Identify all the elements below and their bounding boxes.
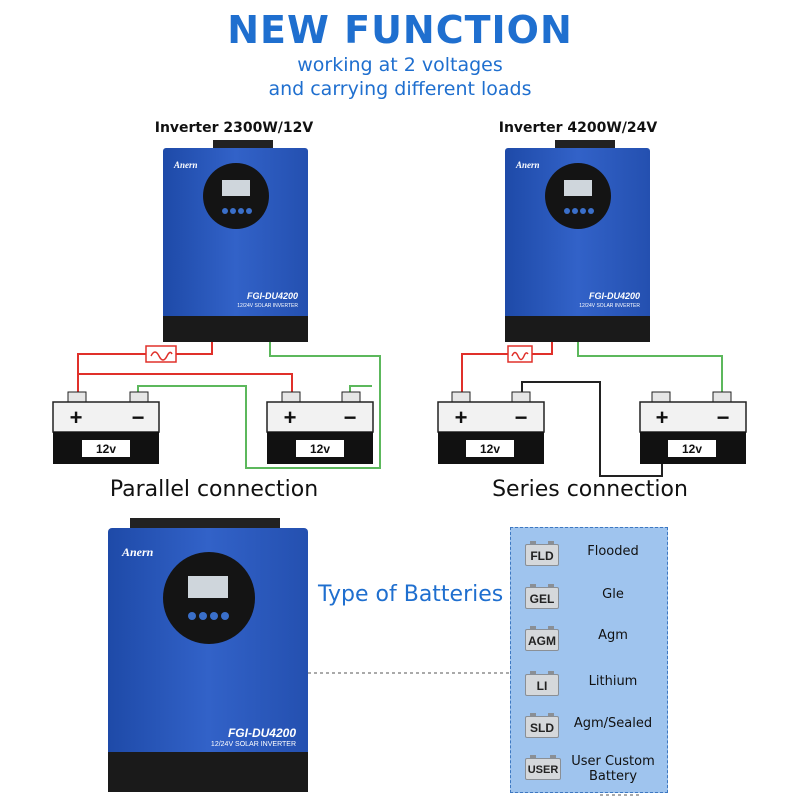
right-inverter-model-sub: 12/24V SOLAR INVERTER bbox=[579, 303, 640, 309]
battery-type-name: Flooded bbox=[587, 544, 639, 559]
right-inverter: Anern FGI-DU4200 12/24V SOLAR INVERTER bbox=[505, 140, 650, 342]
battery-2-plus: + bbox=[284, 405, 297, 430]
battery-type-row: LI Lithium bbox=[525, 668, 665, 698]
left-inverter-logo: Anern bbox=[173, 160, 198, 170]
battery-code-badge: GEL bbox=[525, 584, 559, 609]
left-inverter: Anern FGI-DU4200 12/24V SOLAR INVERTER bbox=[163, 140, 308, 342]
series-wiring bbox=[461, 342, 723, 477]
battery-code-badge: SLD bbox=[525, 713, 559, 738]
battery-code-badge: USER bbox=[525, 755, 561, 780]
battery-type-row: USER User Custom Battery bbox=[525, 752, 665, 784]
left-inverter-model-sub: 12/24V SOLAR INVERTER bbox=[237, 303, 298, 309]
battery-4-voltage: 12v bbox=[682, 442, 702, 456]
large-inverter-model-sub: 12/24V SOLAR INVERTER bbox=[211, 741, 296, 748]
battery-4: + − 12v bbox=[639, 391, 747, 464]
left-fuse-icon bbox=[145, 345, 177, 363]
large-inverter-logo: Anern bbox=[121, 545, 154, 559]
battery-code-badge: AGM bbox=[525, 626, 559, 651]
right-fuse-icon bbox=[507, 345, 533, 363]
series-connection-label: Series connection bbox=[492, 477, 688, 502]
battery-code-badge: LI bbox=[525, 671, 559, 696]
battery-types-title: Type of Batteries bbox=[318, 582, 504, 607]
battery-types-panel: FLD Flooded GEL Gle AGM Agm LI Lithium S… bbox=[510, 527, 668, 793]
battery-4-plus: + bbox=[656, 405, 669, 430]
battery-3-minus: − bbox=[515, 405, 528, 430]
battery-type-name: Lithium bbox=[588, 674, 638, 689]
right-inverter-model: FGI-DU4200 bbox=[589, 291, 640, 301]
parallel-connection-label: Parallel connection bbox=[109, 477, 319, 502]
battery-type-name: Agm/Sealed bbox=[573, 716, 653, 731]
battery-2-voltage: 12v bbox=[310, 442, 330, 456]
battery-3: + − 12v bbox=[437, 391, 545, 464]
battery-4-minus: − bbox=[717, 405, 730, 430]
battery-1-voltage: 12v bbox=[96, 442, 116, 456]
right-inverter-label: Inverter 4200W/24V bbox=[498, 120, 658, 136]
battery-type-name: User Custom Battery bbox=[571, 754, 655, 784]
large-inverter-model: FGI-DU4200 bbox=[228, 726, 296, 740]
battery-3-plus: + bbox=[455, 405, 468, 430]
page-title: NEW FUNCTION bbox=[227, 8, 573, 52]
battery-1: + − 12v bbox=[52, 391, 160, 464]
large-inverter: Anern FGI-DU4200 12/24V SOLAR INVERTER bbox=[108, 518, 308, 792]
battery-type-name: Gle bbox=[602, 587, 624, 602]
battery-2-minus: − bbox=[344, 405, 357, 430]
left-inverter-label: Inverter 2300W/12V bbox=[154, 120, 314, 136]
subtitle-line-2: and carrying different loads bbox=[268, 78, 532, 100]
battery-type-name: Agm bbox=[598, 628, 628, 643]
parallel-wiring bbox=[77, 342, 381, 469]
battery-type-row: AGM Agm bbox=[525, 623, 665, 653]
battery-3-voltage: 12v bbox=[480, 442, 500, 456]
battery-type-row: SLD Agm/Sealed bbox=[525, 710, 665, 740]
right-inverter-logo: Anern bbox=[515, 160, 540, 170]
battery-code-badge: FLD bbox=[525, 541, 559, 566]
left-inverter-model: FGI-DU4200 bbox=[247, 291, 298, 301]
subtitle-line-1: working at 2 voltages bbox=[297, 54, 503, 76]
battery-1-plus: + bbox=[70, 405, 83, 430]
battery-type-row: GEL Gle bbox=[525, 581, 665, 611]
battery-2: + − 12v bbox=[266, 391, 374, 464]
battery-type-row: FLD Flooded bbox=[525, 538, 665, 568]
battery-1-minus: − bbox=[132, 405, 145, 430]
